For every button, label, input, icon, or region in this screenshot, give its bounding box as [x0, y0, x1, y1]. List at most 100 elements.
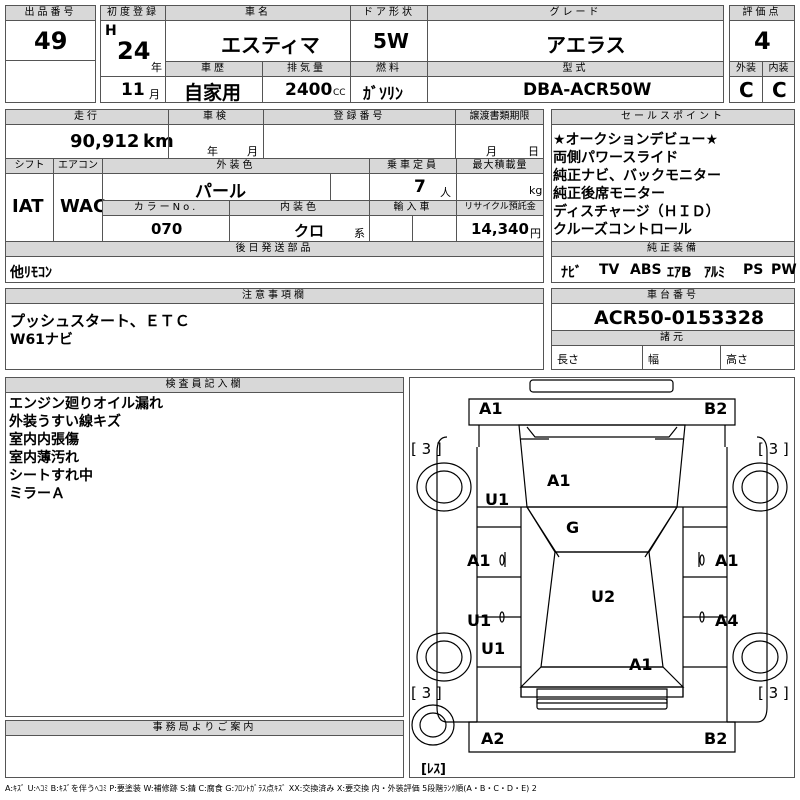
first-reg-cell: H 24 年: [100, 20, 166, 77]
length-cell: 長さ: [551, 345, 643, 370]
mark-right-front-door: A1: [715, 551, 739, 570]
mark-left-fender: U1: [485, 490, 510, 509]
mileage: 90,912: [70, 131, 140, 152]
inspector-label: 検査員記入欄: [5, 377, 404, 393]
width-cell: 幅: [642, 345, 721, 370]
door-cell: 5W: [350, 20, 428, 62]
color-no-label: カラーNo.: [102, 200, 230, 216]
lot-label: 出品番号: [5, 5, 96, 21]
grade-cell: アエラス: [427, 20, 724, 62]
car-diagram: [411, 379, 788, 753]
inspector-note: シートすれ中: [9, 468, 93, 484]
sales-point: クルーズコントロール: [553, 222, 692, 238]
width-label: 幅: [648, 353, 659, 366]
equipment-abs: ABS: [630, 262, 662, 278]
mark-hood: A1: [547, 471, 571, 490]
equipment-ps: PS: [743, 262, 764, 278]
sales-point: 純正ナビ、バックモニター: [553, 168, 721, 184]
color-no: 070: [151, 220, 183, 238]
length-label: 長さ: [557, 353, 579, 366]
exterior-grade: C: [739, 78, 754, 102]
recycle-label: リサイクル預託金: [456, 200, 544, 216]
capacity-unit: 人: [440, 186, 451, 199]
equipment-cell: ﾅﾋﾞ TV ABS ｴｱB ｱﾙﾐ PS PW: [551, 256, 797, 283]
grade-label: グレード: [427, 5, 724, 21]
era: H: [105, 23, 117, 39]
displacement: 2400: [285, 80, 333, 100]
fuel-label: 燃料: [350, 61, 428, 77]
inspector-cell: エンジン廻りオイル漏れ 外装うすい線キズ 室内内張傷 室内薄汚れ シートすれ中 …: [5, 392, 404, 717]
sales-point: ディスチャージ（ＨＩＤ）: [553, 204, 720, 220]
score-cell: 4: [729, 20, 795, 62]
transfer-month-unit: 月: [486, 145, 497, 158]
tire-front-right: [ 3 ]: [758, 440, 789, 458]
shift-label: シフト: [5, 158, 54, 174]
max-load-unit: kg: [529, 184, 543, 197]
mark-rear-glass: A1: [629, 655, 653, 674]
sales-point: 純正後席モニター: [553, 186, 665, 202]
ext-color-sub: [330, 173, 370, 201]
capacity: 7: [414, 177, 426, 197]
month-unit: 月: [149, 88, 160, 101]
shift-cell: IAT: [5, 173, 54, 242]
height-label: 高さ: [726, 353, 748, 366]
history-label: 車歴: [165, 61, 263, 77]
door-label: ドア形状: [350, 5, 428, 21]
reg-year: 24: [117, 37, 151, 65]
inspector-note: ミラーＡ: [9, 486, 65, 502]
int-color-cell: クロ 系: [229, 215, 370, 242]
capacity-label: 乗車定員: [369, 158, 457, 174]
later-parts-cell: 他ﾘﾓｺﾝ: [5, 256, 544, 283]
sales-points-label: セールスポイント: [551, 109, 795, 125]
office-label: 事務局よりご案内: [5, 720, 404, 736]
reg-no-cell: [263, 124, 456, 159]
tire-rear-right: [ 3 ]: [758, 684, 789, 702]
import-split: [412, 215, 457, 242]
reg-month: 11: [121, 80, 145, 100]
lot-cell: 49: [5, 20, 96, 103]
equipment-navi: ﾅﾋﾞ: [561, 265, 582, 281]
office-cell: [5, 735, 404, 778]
transfer-day-unit: 日: [528, 145, 539, 158]
model-cell: DBA-ACR50W: [427, 76, 724, 103]
exterior-cell: C: [729, 76, 763, 103]
interior-label: 内装: [762, 61, 795, 77]
transfer-cell: 月 日: [455, 124, 544, 159]
color-no-cell: 070: [102, 215, 230, 242]
equipment-label: 純正装備: [551, 241, 795, 257]
mileage-cell: 90,912 km: [5, 124, 174, 159]
inspector-notes-list: エンジン廻りオイル漏れ 外装うすい線キズ 室内内張傷 室内薄汚れ シートすれ中 …: [9, 395, 163, 503]
equipment-pw: PW: [771, 262, 797, 278]
inspector-note: 外装うすい線キズ: [9, 414, 121, 430]
displacement-cell: 2400 CC: [262, 76, 351, 103]
int-color: クロ: [294, 222, 325, 240]
damage-diagram-frame: [409, 377, 795, 778]
transfer-label: 譲渡書類期限: [455, 109, 544, 125]
inspector-note: 室内内張傷: [9, 432, 79, 448]
mileage-label: 走行: [5, 109, 169, 125]
equipment-airbag: ｴｱB: [667, 265, 692, 281]
door-type: 5W: [373, 29, 409, 53]
history: 自家用: [184, 82, 242, 104]
fuel: ｶﾞｿﾘﾝ: [363, 84, 404, 103]
inspection-year-unit: 年: [207, 145, 218, 158]
mark-left-rear-quarter: U1: [481, 639, 506, 658]
chassis-label: 車台番号: [551, 288, 795, 304]
recycle-unit: 円: [530, 227, 541, 240]
chassis-number: ACR50-0153328: [594, 307, 765, 329]
mark-front-right: B2: [704, 399, 728, 418]
max-load-cell: kg: [456, 173, 544, 201]
max-load-label: 最大積載量: [456, 158, 544, 174]
sales-points-list: ★オークションデビュー★ 両側パワースライド 純正ナビ、バックモニター 純正後席…: [553, 131, 721, 239]
inspection-month-unit: 月: [247, 145, 258, 158]
mark-roof: U2: [591, 587, 616, 606]
equipment-alloy: ｱﾙﾐ: [704, 265, 725, 281]
reg-no-label: 登録番号: [263, 109, 456, 125]
ac-label: エアコン: [53, 158, 103, 174]
equipment-tv: TV: [599, 262, 620, 278]
shift: IAT: [12, 196, 44, 217]
inspection-label: 車検: [168, 109, 264, 125]
legend: A:ｷｽﾞ U:ﾍｺﾐ B:ｷｽﾞを伴うﾍｺﾐ P:要塗装 W:補修跡 S:錆 …: [5, 784, 537, 793]
note-line: W61ナビ: [10, 332, 73, 348]
note-line: プッシュスタート、ＥＴＣ: [10, 312, 190, 330]
